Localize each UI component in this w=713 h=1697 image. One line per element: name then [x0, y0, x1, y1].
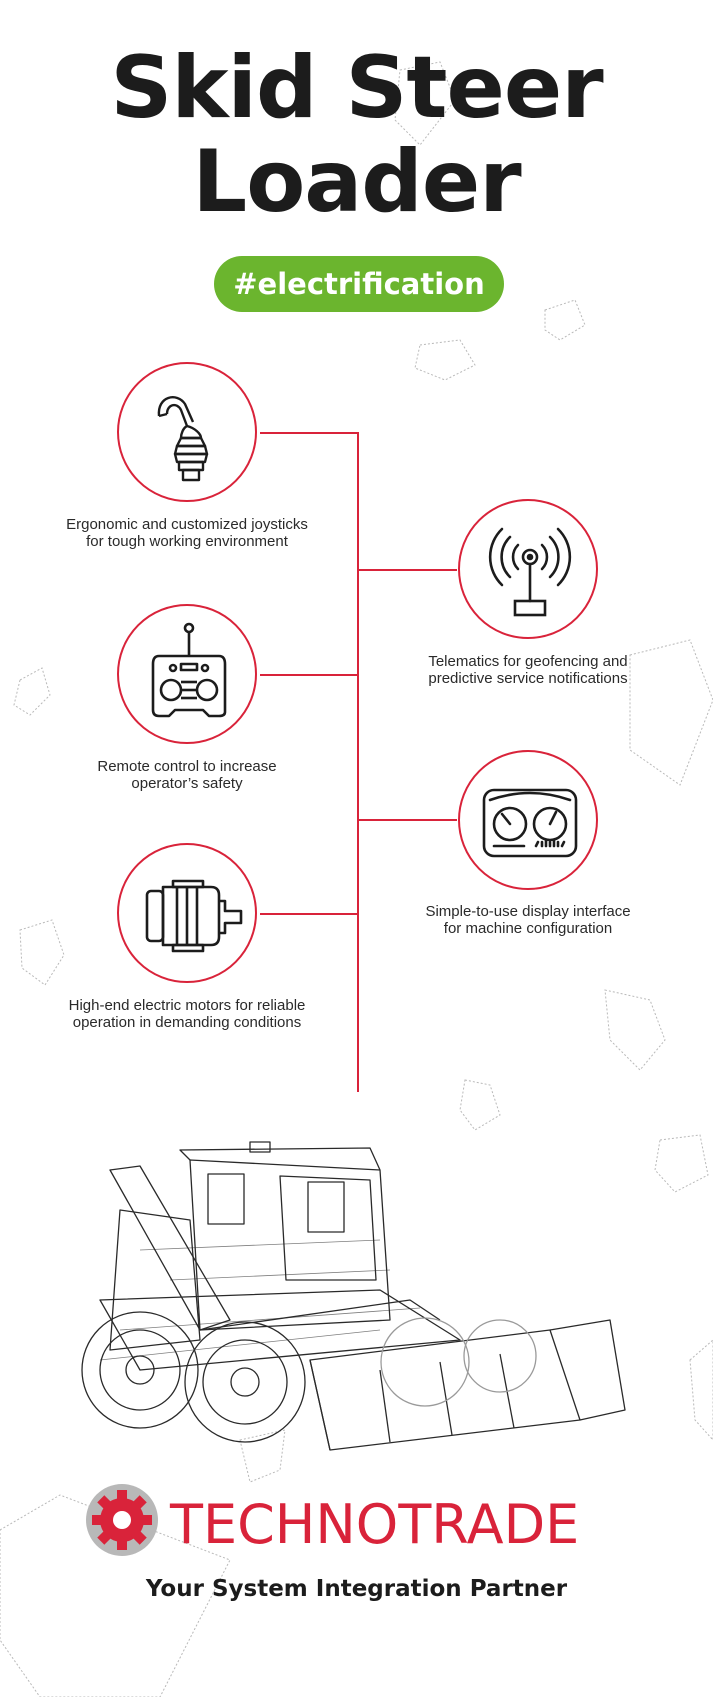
brand-slogan: Your System Integration Partner	[145, 1576, 568, 1602]
telematics-caption-line1: Telematics for geofencing and	[428, 653, 628, 670]
connector-telematics	[357, 569, 457, 571]
connector-display	[357, 819, 457, 821]
motor-caption-line2: operation in demanding conditions	[72, 1014, 302, 1031]
joystick-icon	[157, 396, 209, 482]
gear-logo-icon	[86, 1484, 158, 1556]
electric-motor-icon	[145, 879, 243, 953]
connector-joystick	[260, 432, 359, 434]
remote-control-icon	[151, 622, 227, 718]
telematics-feature-circle	[458, 499, 598, 639]
display-caption: Simple-to-use display interface for mach…	[378, 903, 678, 937]
telematics-caption: Telematics for geofencing and predictive…	[378, 653, 678, 687]
telematics-caption-line2: predictive service notifications	[428, 670, 628, 687]
display-caption-line2: for machine configuration	[443, 920, 613, 937]
brand-name: TECHNOTRADE	[170, 1493, 580, 1556]
antenna-icon	[488, 527, 572, 617]
gauge-display-icon	[482, 788, 578, 858]
connector-remote	[260, 674, 359, 676]
joystick-feature-circle	[117, 362, 257, 502]
joystick-caption: Ergonomic and customized joysticks for t…	[37, 516, 337, 550]
remote-caption-line1: Remote control to increase	[97, 758, 277, 775]
remote-caption: Remote control to increase operator’s sa…	[37, 758, 337, 792]
connector-motor	[260, 913, 359, 915]
display-feature-circle	[458, 750, 598, 890]
motor-feature-circle	[117, 843, 257, 983]
page-title-line1: Skid Steer	[110, 38, 603, 138]
display-caption-line1: Simple-to-use display interface	[425, 903, 631, 920]
electrification-tag: #electrification	[214, 256, 504, 312]
motor-caption: High-end electric motors for reliable op…	[37, 997, 337, 1031]
joystick-caption-line1: Ergonomic and customized joysticks	[66, 516, 308, 533]
motor-caption-line1: High-end electric motors for reliable	[68, 997, 306, 1014]
joystick-caption-line2: for tough working environment	[86, 533, 288, 550]
skid-steer-loader-illustration	[81, 1141, 626, 1451]
remote-caption-line2: operator’s safety	[131, 775, 243, 792]
remote-feature-circle	[117, 604, 257, 744]
center-line	[357, 432, 359, 1092]
page-title-line2: Loader	[192, 132, 521, 232]
